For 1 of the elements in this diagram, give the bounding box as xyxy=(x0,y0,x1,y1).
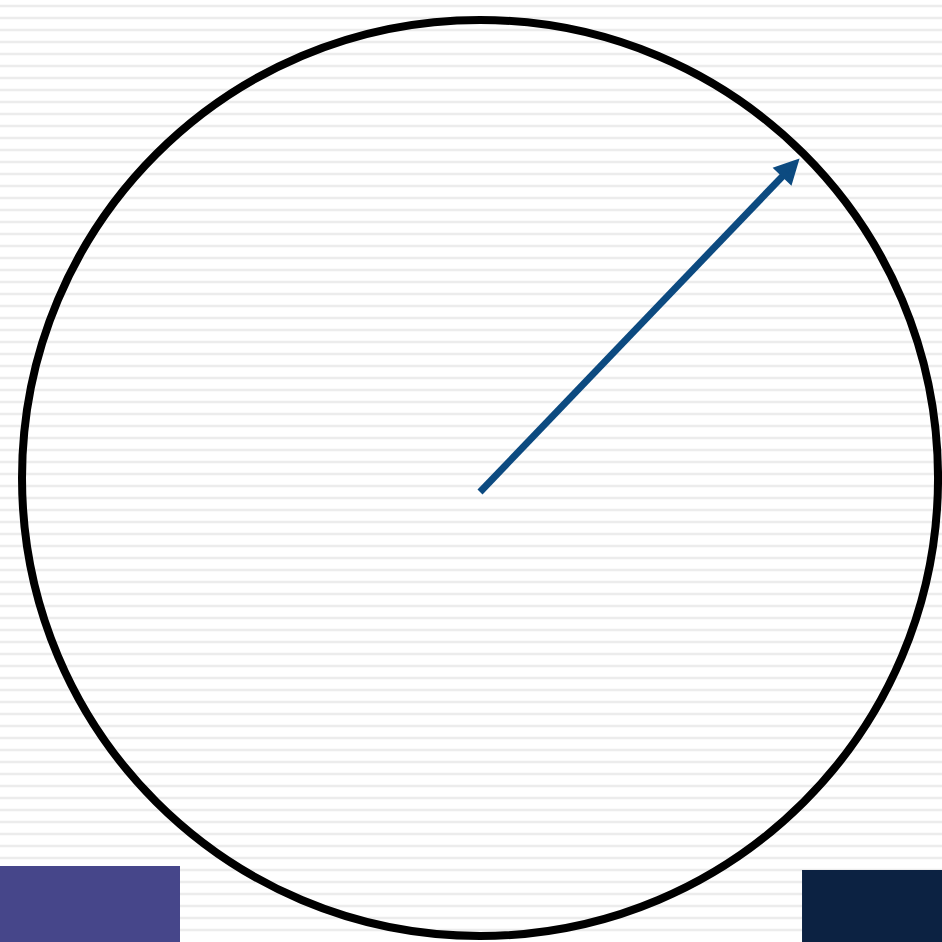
circle xyxy=(18,15,942,940)
